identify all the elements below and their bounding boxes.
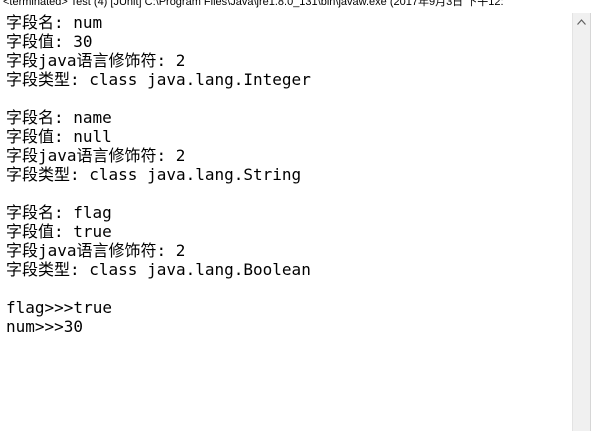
console-line: 字段名: num [6,13,103,32]
console-line: 字段java语言修饰符: 2 [6,51,186,70]
console-title-bar: <terminated> Test (4) [JUnit] C:\Program… [0,0,602,12]
console-line: 字段类型: class java.lang.String [6,165,302,184]
window-edge [590,13,602,431]
console-line: 字段java语言修饰符: 2 [6,146,186,165]
console-line: 字段名: name [6,108,112,127]
console-title: <terminated> Test (4) [JUnit] C:\Program… [3,0,504,8]
scroll-up-button[interactable] [573,13,590,30]
console-line: 字段java语言修饰符: 2 [6,241,186,260]
console-line: 字段名: flag [6,203,112,222]
console-line: 字段类型: class java.lang.Integer [6,70,311,89]
console-line: 字段值: 30 [6,32,93,51]
console-line: flag>>>true [6,298,112,317]
scrollbar-track[interactable] [575,32,588,427]
vertical-scrollbar[interactable] [572,13,590,431]
console-line: num>>>30 [6,317,84,336]
chevron-up-icon [577,18,586,25]
console-line: 字段值: true [6,222,112,241]
console-output[interactable]: 字段名: num 字段值: 30 字段java语言修饰符: 2 字段类型: cl… [0,13,572,431]
console-line: 字段值: null [6,127,112,146]
console-line: 字段类型: class java.lang.Boolean [6,260,311,279]
